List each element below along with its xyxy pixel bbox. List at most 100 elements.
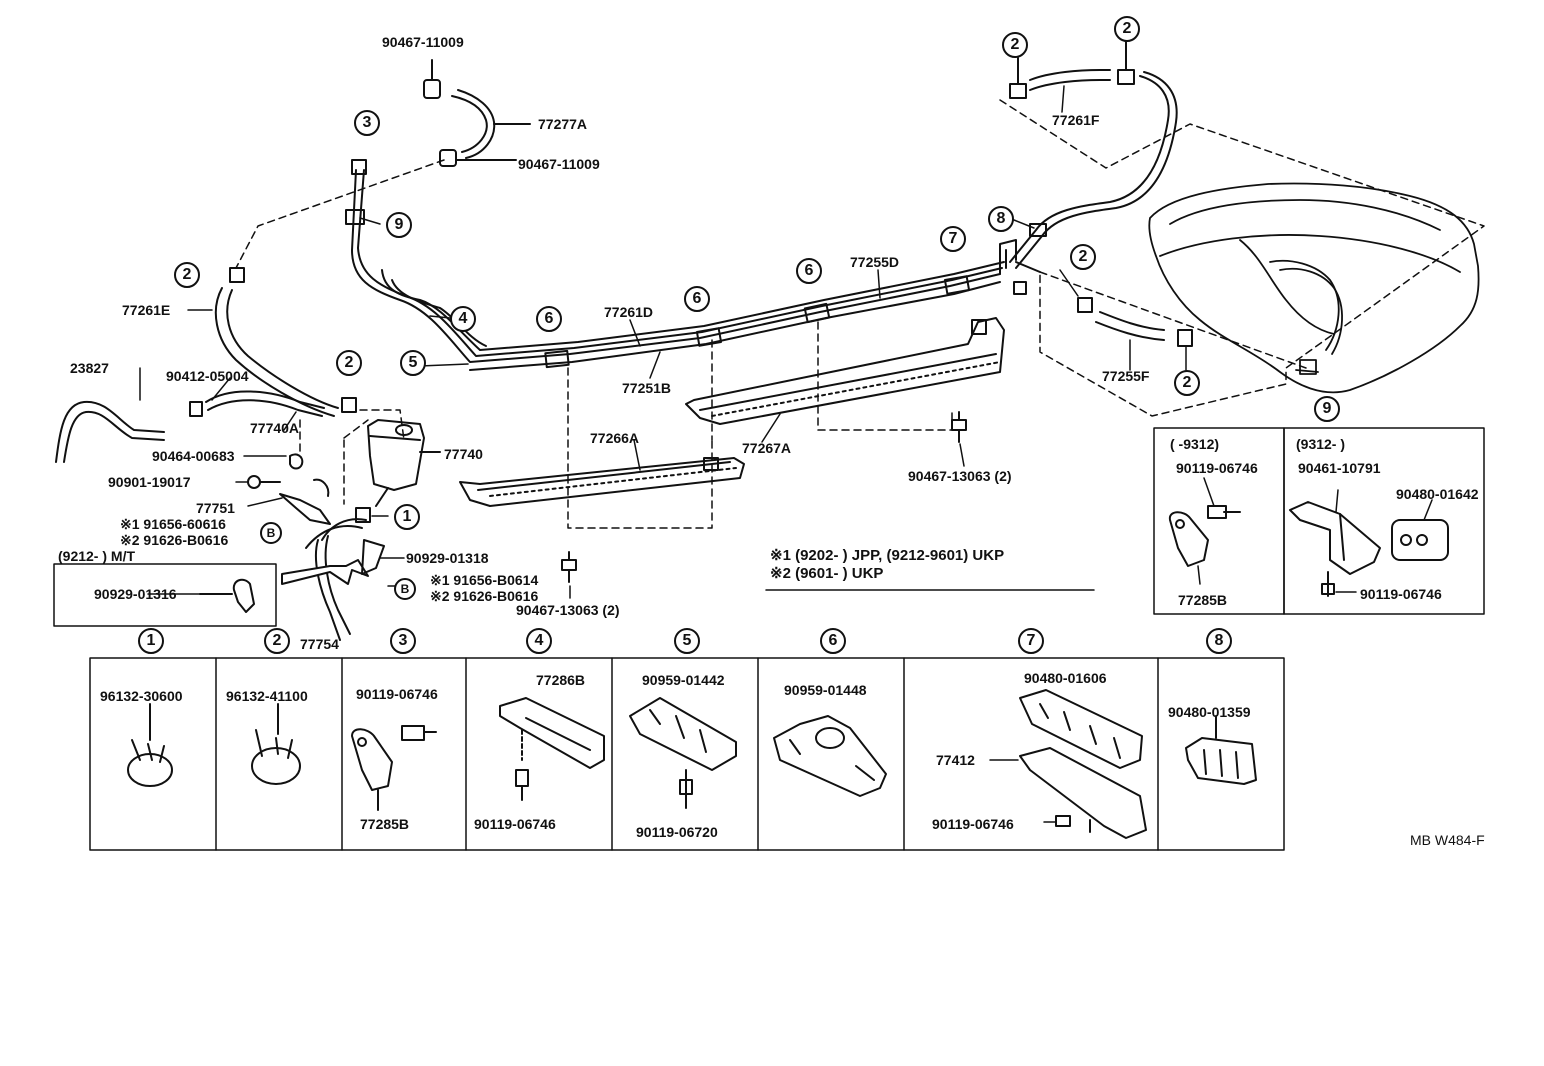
label-91656-60616: ※1 91656-60616	[120, 516, 226, 532]
callout-2-topleft: 2	[1002, 32, 1028, 58]
label-90929-01318: 90929-01318	[406, 550, 489, 566]
panel9-label-90461-10791: 90461-10791	[1298, 460, 1381, 476]
table-header-7: 7	[1018, 628, 1044, 654]
table-c4-part2: 90119-06746	[474, 816, 556, 832]
panel9-right-range: (9312- )	[1296, 436, 1346, 452]
callout-7: 7	[940, 226, 966, 252]
table-c1-part: 96132-30600	[100, 688, 183, 704]
clamp-3-drawing	[351, 725, 437, 811]
clamp-table-frame	[89, 657, 1285, 851]
table-header-6: 6	[820, 628, 846, 654]
label-77251B: 77251B	[622, 380, 672, 396]
panel9-label-90119-06746-b: 90119-06746	[1360, 586, 1442, 602]
label-90464-00683: 90464-00683	[152, 448, 235, 464]
hose-77261F	[1009, 41, 1135, 99]
callout-9-panel: 9	[1314, 396, 1340, 422]
hose-77754	[281, 507, 385, 641]
table-c5-part: 90959-01442	[642, 672, 725, 688]
callout-B-b: B	[394, 578, 416, 600]
label-90467-11009-top: 90467-11009	[382, 34, 464, 50]
label-77740: 77740	[444, 446, 483, 462]
note-2: ※2 (9601- ) UKP	[770, 565, 884, 582]
label-77261F: 77261F	[1052, 112, 1100, 128]
callout-6-c: 6	[796, 258, 822, 284]
callout-9: 9	[386, 212, 412, 238]
hose-77740A	[189, 390, 325, 417]
label-9212-mt: (9212- ) M/T	[58, 548, 136, 564]
panel-9-right-parts	[1289, 501, 1449, 597]
label-77255D: 77255D	[850, 254, 900, 270]
callout-B-a: B	[260, 522, 282, 544]
label-90901-19017: 90901-19017	[108, 474, 191, 490]
table-header-3: 3	[390, 628, 416, 654]
clamp-6-drawing	[773, 715, 887, 797]
label-90467-13063-b: 90467-13063 (2)	[516, 602, 620, 618]
panel9-label-77285B: 77285B	[1178, 592, 1228, 608]
label-90467-11009-mid: 90467-11009	[518, 156, 600, 172]
table-c3-part2: 77285B	[360, 816, 410, 832]
panel9-label-90119-06746-a: 90119-06746	[1176, 460, 1258, 476]
clamp-2-drawing	[251, 703, 301, 785]
label-77740A: 77740A	[250, 420, 300, 436]
hose-77261E	[214, 267, 357, 417]
callout-4: 4	[450, 306, 476, 332]
panel-9-left-parts	[1168, 505, 1241, 567]
panel-9-frame	[1153, 427, 1485, 615]
dashed-leaders	[235, 99, 1485, 529]
panel9-label-90480-01642: 90480-01642	[1396, 486, 1479, 502]
canister-77740	[367, 419, 441, 507]
label-77255F: 77255F	[1102, 368, 1150, 384]
bracket-77751	[247, 453, 331, 525]
bundle-clamps	[345, 159, 971, 369]
clamp-7-drawing	[1019, 689, 1147, 839]
label-77261D: 77261D	[604, 304, 654, 320]
label-77266A: 77266A	[590, 430, 640, 446]
drawing-reference: MB W484-F	[1410, 832, 1485, 848]
protector-77267A	[685, 317, 1005, 425]
hose-23827	[55, 400, 165, 463]
callout-2-canister: 2	[336, 350, 362, 376]
table-header-5: 5	[674, 628, 700, 654]
callout-1: 1	[394, 504, 420, 530]
box-90929-01316	[53, 563, 277, 627]
table-header-1: 1	[138, 628, 164, 654]
fuel-tank	[1148, 182, 1480, 394]
label-77267A: 77267A	[742, 440, 792, 456]
table-c7-part2: 77412	[936, 752, 975, 768]
callout-8: 8	[988, 206, 1014, 232]
label-77754: 77754	[300, 636, 339, 652]
table-c3-part: 90119-06746	[356, 686, 438, 702]
label-91626-B0616: ※2 91626-B0616	[120, 532, 229, 548]
note-1: ※1 (9202- ) JPP, (9212-9601) UKP	[770, 547, 1005, 564]
label-77277A: 77277A	[538, 116, 588, 132]
clamp-4-drawing	[499, 697, 605, 801]
table-c5-part2: 90119-06720	[636, 824, 718, 840]
callout-6-b: 6	[684, 286, 710, 312]
callout-2-left: 2	[174, 262, 200, 288]
label-91656-B0614: ※1 91656-B0614	[430, 572, 539, 588]
protector-77266A	[459, 457, 745, 507]
callout-2-topright: 2	[1114, 16, 1140, 42]
fuel-line-to-tank	[1009, 71, 1178, 269]
table-c8-part: 90480-01359	[1168, 704, 1251, 720]
label-23827: 23827	[70, 360, 109, 376]
fuel-line-bundle	[351, 169, 1041, 371]
label-77751: 77751	[196, 500, 235, 516]
clamp-8-drawing	[1185, 715, 1257, 785]
table-c4-part: 77286B	[536, 672, 586, 688]
table-header-8: 8	[1206, 628, 1232, 654]
label-90412-05004: 90412-05004	[166, 368, 249, 384]
label-leaders	[139, 85, 1433, 823]
hose-77255F	[1013, 281, 1193, 347]
callout-2-tank-a: 2	[1070, 244, 1096, 270]
label-90467-13063-a: 90467-13063 (2)	[908, 468, 1012, 484]
clamp-5-drawing	[629, 697, 737, 809]
table-header-4: 4	[526, 628, 552, 654]
panel9-left-range: ( -9312)	[1170, 436, 1220, 452]
bolt-90467-13063-a	[951, 411, 967, 443]
label-77261E: 77261E	[122, 302, 171, 318]
hose-77277A	[451, 89, 496, 159]
clamp-1-drawing	[127, 703, 173, 787]
